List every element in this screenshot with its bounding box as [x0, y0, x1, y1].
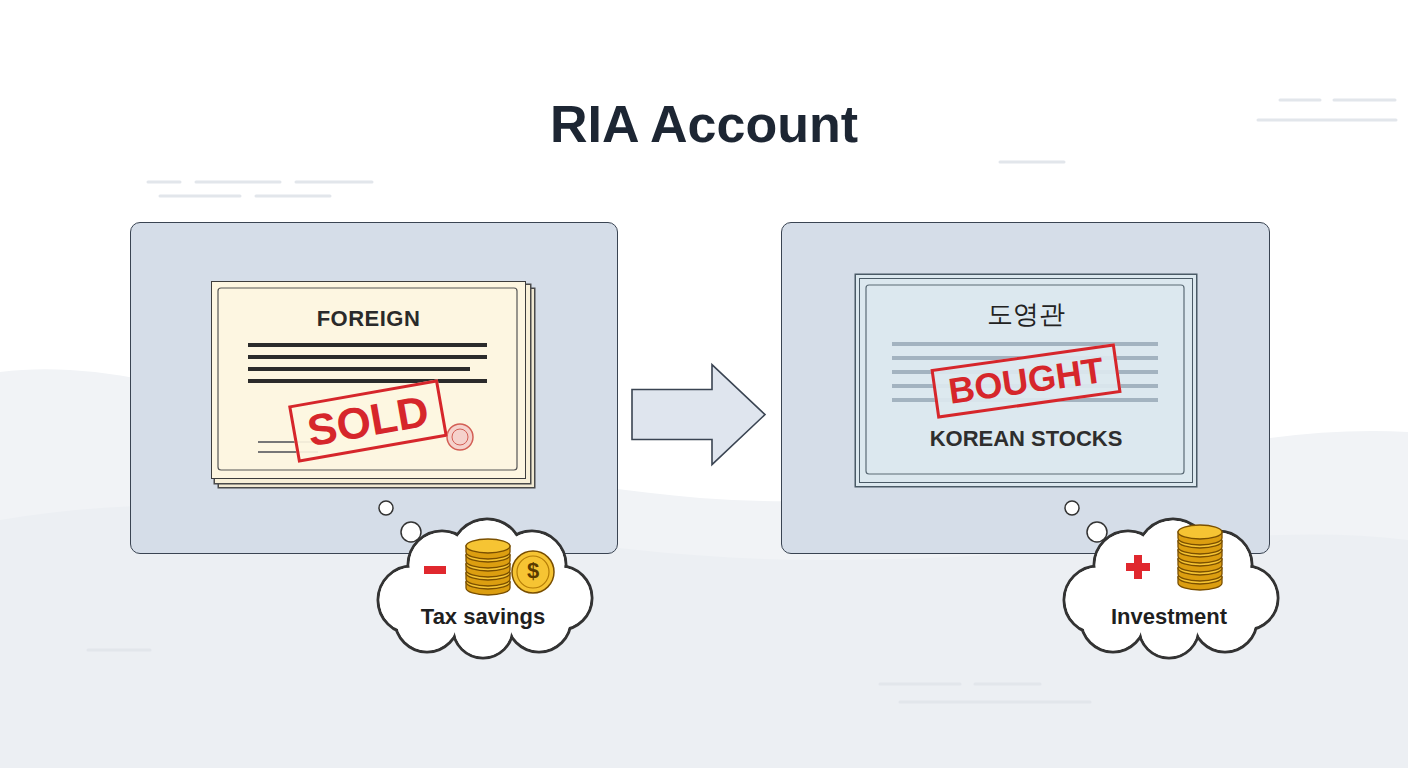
bubble-outline — [372, 520, 594, 660]
thought-bubble: Tax savings — [372, 520, 594, 660]
title: RIA Account — [550, 94, 858, 154]
bubble-caption: Investment — [1111, 604, 1227, 630]
block-arrow — [632, 365, 765, 465]
panel: 도영관 BOUGHT KOREAN STOCKS — [781, 222, 1270, 554]
certificate: 도영관 BOUGHT KOREAN STOCKS — [859, 278, 1193, 483]
bubble-caption: Tax savings — [421, 604, 545, 630]
stamp: SOLD — [288, 379, 448, 463]
coin-symbol: $ — [527, 558, 539, 584]
stamp: BOUGHT — [930, 343, 1121, 418]
certificate-heading: 도영관 — [987, 297, 1065, 332]
bubble-outline — [1058, 520, 1280, 660]
thought-bubble: Investment — [1058, 520, 1280, 660]
title-holder: RIA Account — [0, 94, 1408, 154]
label-holder: $ — [512, 558, 554, 584]
certificate: FOREIGN SOLD — [211, 281, 526, 479]
panel: FOREIGN SOLD — [130, 222, 618, 554]
certificate-caption: KOREAN STOCKS — [930, 426, 1123, 452]
certificate-heading: FOREIGN — [317, 306, 421, 332]
